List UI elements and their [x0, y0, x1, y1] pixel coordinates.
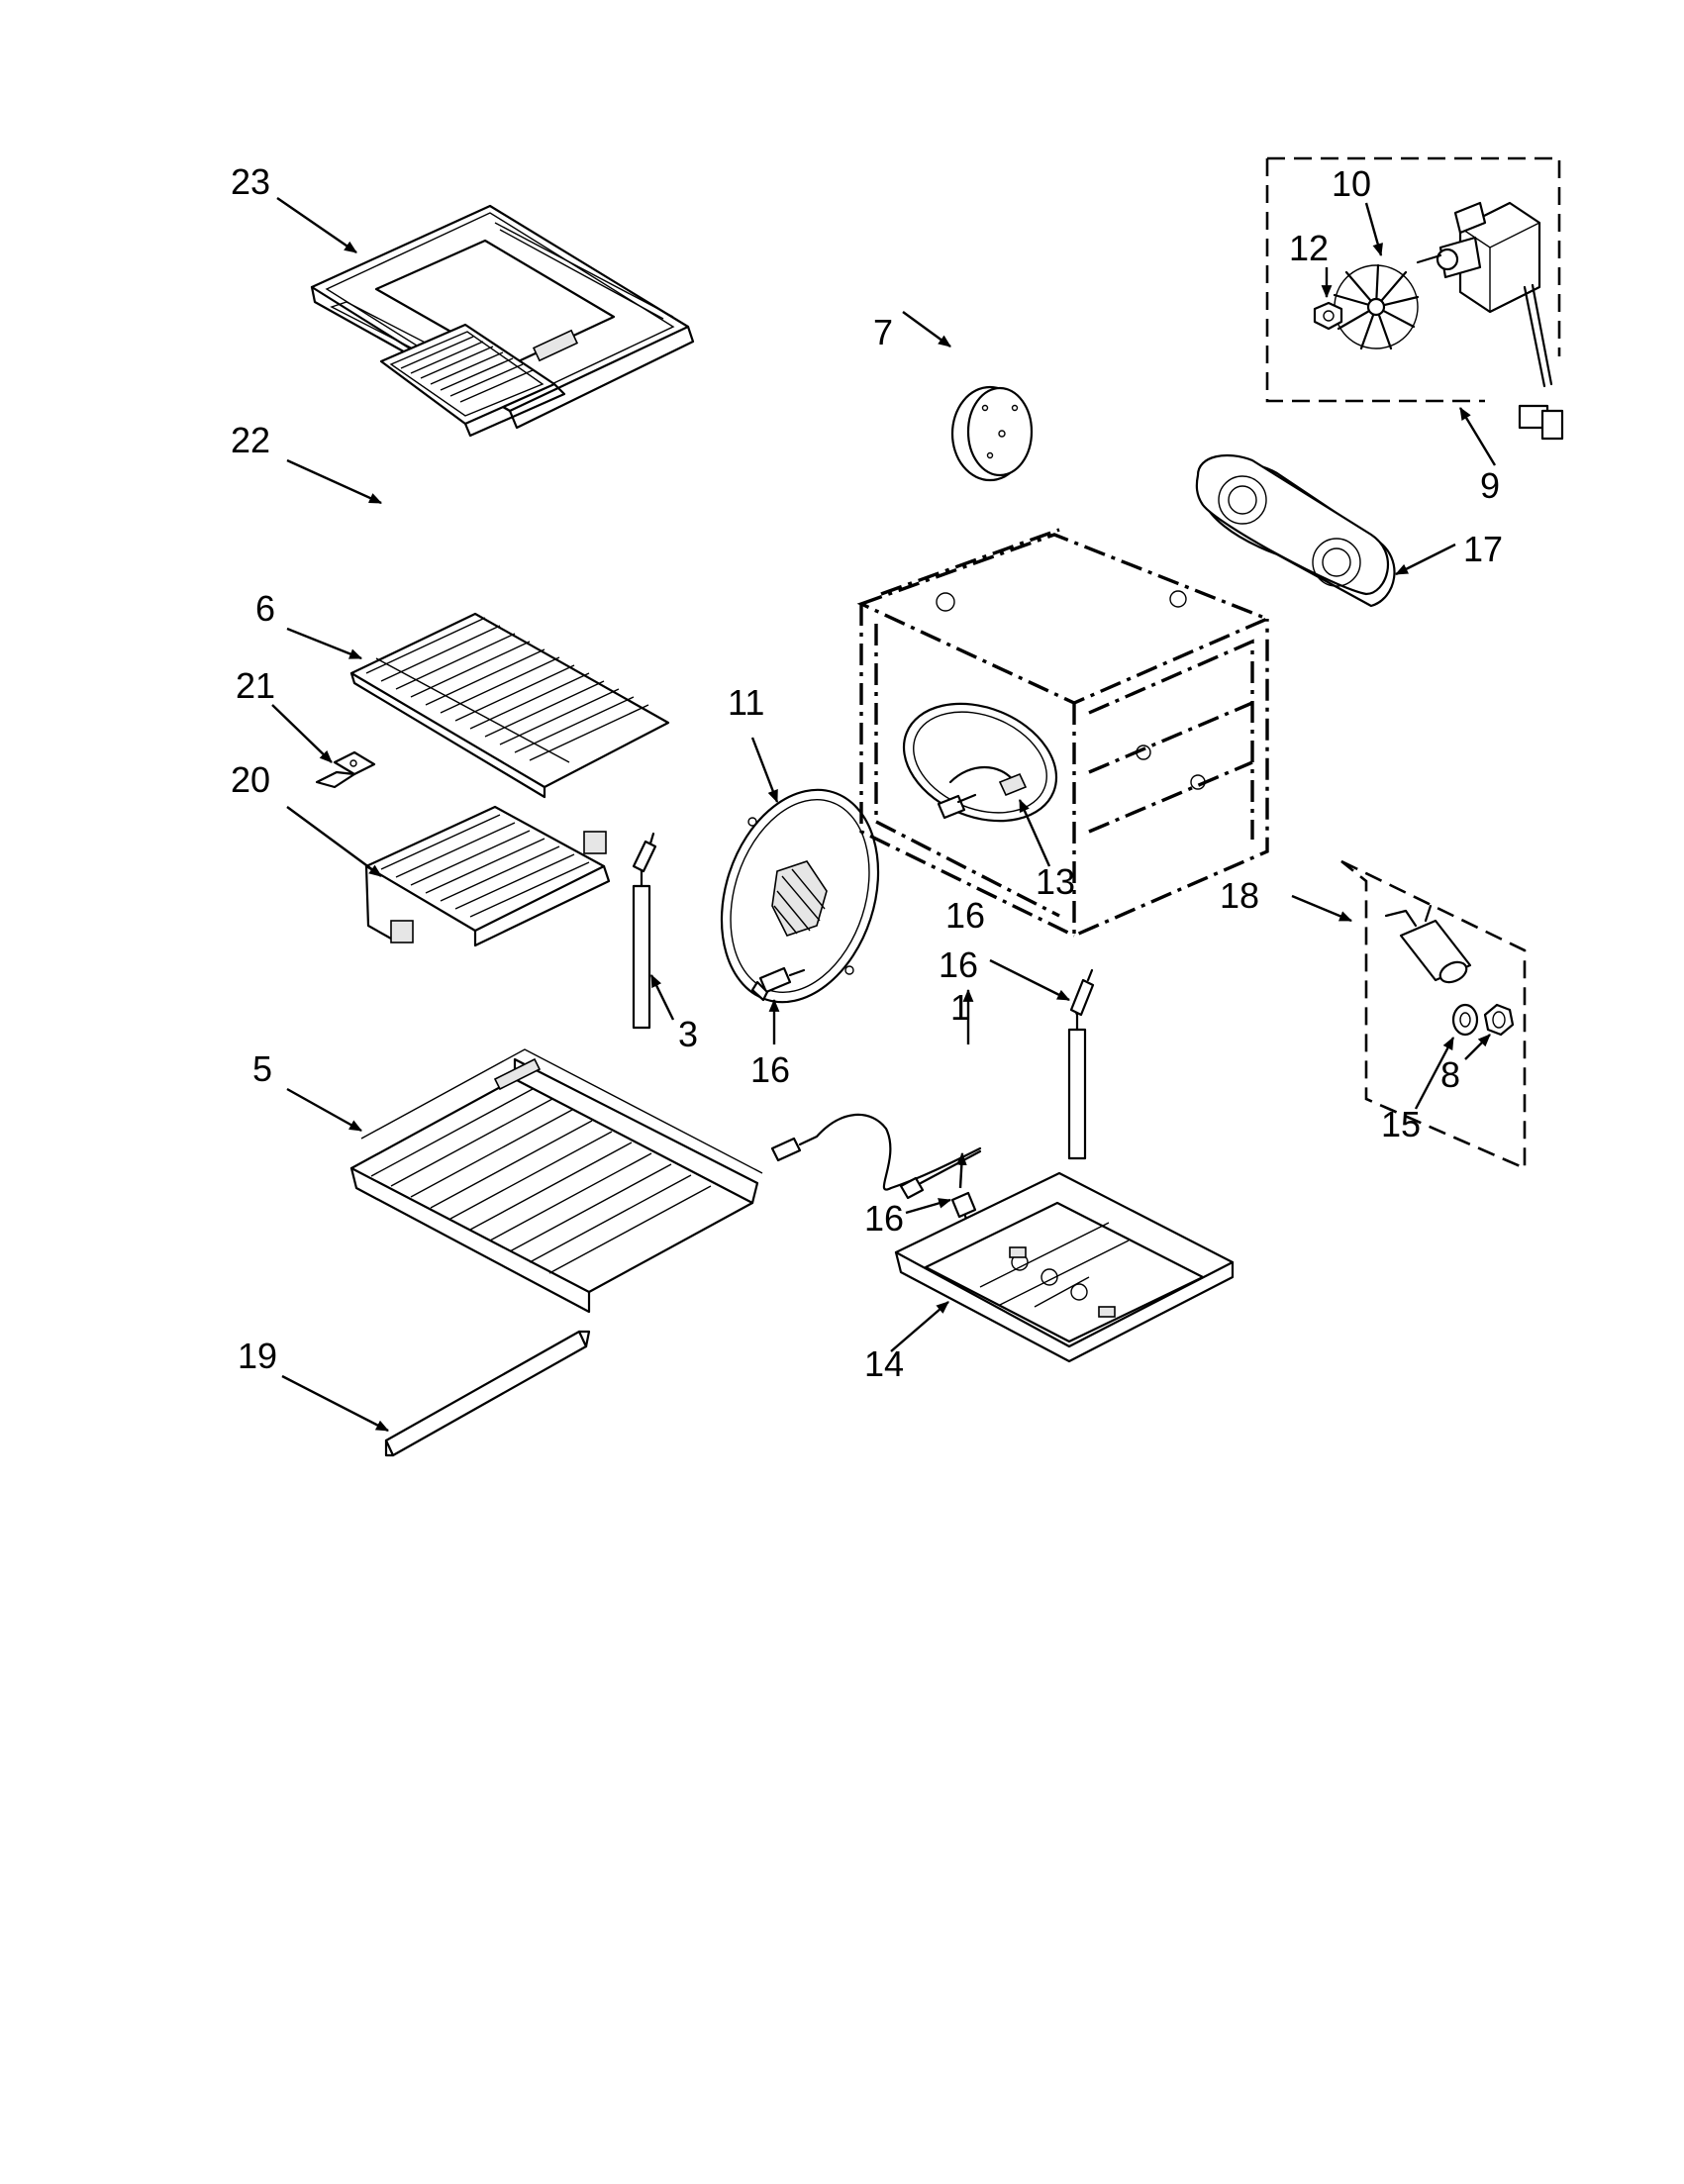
callout-23: 23: [231, 161, 270, 202]
callout-22: 22: [231, 420, 270, 460]
part-6-oven-rack: [349, 612, 670, 799]
part-16-screw-b: [937, 793, 977, 820]
callout-8: 15: [1381, 1104, 1421, 1144]
callout-20: 20: [231, 759, 270, 800]
part-12-nut: [1313, 301, 1343, 331]
callout-16-c: 16: [864, 1198, 904, 1239]
callout-4: 8: [1440, 1054, 1460, 1095]
callout-16-b: 16: [945, 895, 985, 936]
callout-9: 9: [1480, 465, 1500, 506]
part-14-broiler-pan: [894, 1171, 1235, 1363]
part-4-nut: [1483, 1003, 1515, 1037]
callout-18: 16: [939, 944, 978, 985]
part-7-disc: [950, 385, 1034, 482]
leader-lines: [271, 197, 1497, 1433]
part-15-assembly: [1384, 904, 1472, 984]
part-20-bake-element: [364, 805, 611, 947]
callout-1: 1: [950, 987, 970, 1028]
callout-17: 17: [1463, 529, 1503, 569]
callout-13: 13: [1036, 861, 1075, 902]
part-16-screw-a: [750, 966, 806, 1002]
callout-14: 14: [864, 1343, 904, 1384]
callout-11: 11: [728, 682, 764, 723]
oven-cavity: [856, 528, 1272, 939]
part-15-kit-box: [1340, 859, 1527, 1170]
part-10-fan-blade: [1333, 263, 1420, 350]
callout-5: 5: [252, 1048, 272, 1089]
part-19-trim-strip: [384, 1330, 591, 1457]
callout-7: 7: [873, 312, 893, 352]
callout-12: 12: [1289, 228, 1329, 268]
callout-21: 21: [236, 665, 275, 706]
part-13-convection-element: [902, 702, 1058, 823]
part-11-fan-cover: [720, 788, 880, 1004]
callout-labels: 23 22 6 21 20 3 5 19 11 16 16 1 16 14 7 …: [231, 161, 1503, 1384]
part-3-sensor: [632, 832, 657, 1030]
part-9-kit-box: [1265, 156, 1561, 403]
part-22-broil-element: [379, 323, 579, 438]
part-8-washer: [1451, 1003, 1479, 1037]
part-5-rollout-rack: [349, 1048, 763, 1314]
callout-6: 6: [255, 588, 275, 629]
callout-3: 3: [678, 1014, 698, 1054]
callout-19: 19: [238, 1336, 277, 1376]
callout-16-a: 16: [750, 1049, 790, 1090]
part-18-sensor: [1067, 968, 1095, 1160]
callout-15: 18: [1220, 875, 1259, 916]
callout-10: 10: [1332, 163, 1371, 204]
part-9-fan-motor: [1416, 201, 1564, 441]
part-21-bracket: [315, 750, 376, 789]
part-1-meat-probe: [770, 1113, 982, 1200]
part-17-rear-panel: [1195, 453, 1396, 608]
part-23-door-frame: [310, 204, 695, 430]
